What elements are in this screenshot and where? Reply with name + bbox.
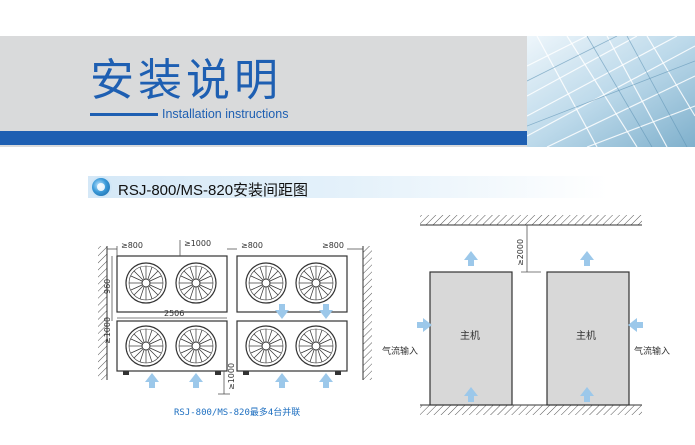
airflow-arrow-icon (580, 251, 594, 266)
title-underline (90, 113, 158, 116)
fan-icon (175, 325, 217, 367)
air-inlet-right-label: 气流输入 (634, 345, 670, 357)
dim-top-right-a: ≥800 (241, 241, 263, 250)
fan-icon (245, 325, 287, 367)
dim-top-clearance: ≥2000 (516, 239, 525, 266)
dim-top-mid: ≥1000 (184, 239, 211, 248)
air-inlet-left-label: 气流输入 (382, 345, 418, 357)
section-title: RSJ-800/MS-820安装间距图 (118, 182, 309, 199)
airflow-arrow-icon (275, 373, 289, 388)
floor (420, 405, 642, 415)
dim-top-right-b: ≥800 (322, 241, 344, 250)
unit-foot (215, 371, 221, 375)
dim-width: 2506 (164, 309, 184, 318)
airflow-arrow-icon (189, 373, 203, 388)
right-diagram: 主机 主机 ≥2000 气流输入 气流输入 (382, 215, 670, 415)
circle-bullet-icon (92, 178, 110, 196)
main-unit-right-label: 主机 (576, 329, 596, 342)
section-header-bar (88, 176, 608, 198)
fan-icon (245, 262, 287, 304)
unit-foot (123, 371, 129, 375)
unit-foot (243, 371, 249, 375)
unit-foot (335, 371, 341, 375)
dim-between-rows: ≥1000 (103, 317, 112, 344)
header-band (0, 36, 527, 147)
fan-icon (125, 262, 167, 304)
fan-icon (125, 325, 167, 367)
left-diagram-caption: RSJ-800/MS-820最多4台并联 (174, 406, 300, 418)
fan-icon (295, 262, 337, 304)
fan-icon (175, 262, 217, 304)
airflow-arrow-icon (319, 373, 333, 388)
page-title: 安装说明 (90, 55, 282, 106)
dim-height: 960 (103, 279, 112, 294)
dim-top-left: ≥800 (121, 241, 143, 250)
header-stripe (0, 131, 527, 145)
main-unit-left-label: 主机 (460, 329, 480, 342)
main-unit-left (429, 271, 513, 406)
airflow-arrow-icon (464, 251, 478, 266)
glass-building-photo (527, 36, 695, 147)
page-subtitle: Installation instructions (162, 107, 289, 121)
dim-bottom: ≥1000 (227, 363, 236, 390)
main-unit-right (546, 271, 630, 406)
ceiling (420, 215, 642, 225)
right-wall (363, 246, 372, 380)
fan-icon (295, 325, 337, 367)
airflow-arrow-icon (628, 318, 643, 332)
glass-building-image (527, 36, 695, 147)
left-diagram: ≥800 ≥1000 ≥800 ≥800 960 2506 ≥1000 ≥100… (98, 239, 372, 418)
airflow-arrow-icon (145, 373, 159, 388)
left-wall (98, 246, 107, 380)
